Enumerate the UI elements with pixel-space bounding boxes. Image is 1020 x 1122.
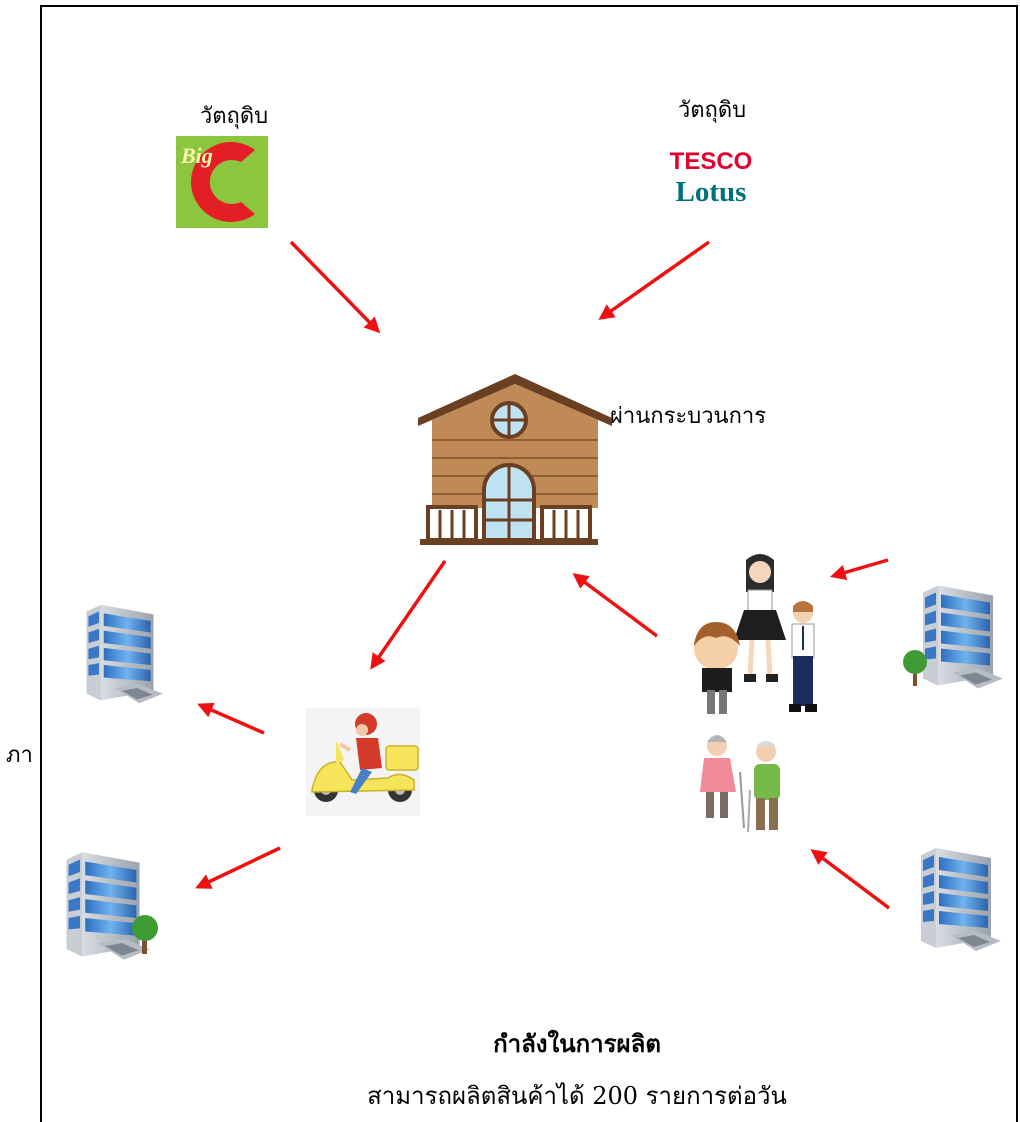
arrow-scooter-to-building-top	[197, 702, 265, 735]
capacity-title: กำลังในการผลิต	[493, 1029, 661, 1058]
arrow-scooter-to-building-bottom	[195, 846, 281, 889]
arrow-bigc-to-house	[289, 240, 381, 334]
office-building-left-top	[86, 604, 164, 704]
arrow-tesco-to-house	[598, 240, 711, 320]
office-building-right-bottom	[921, 848, 1001, 951]
cut-text-fragment: ภา	[6, 743, 33, 768]
tree-icon	[132, 915, 158, 954]
bigc-brand-text: Big	[180, 143, 213, 168]
tree-icon	[903, 650, 927, 686]
arrow-house-to-scooter	[370, 560, 447, 670]
office-building-right-top	[923, 585, 1003, 689]
tesco-bottom-text: Lotus	[676, 176, 747, 208]
bigc-logo: Big	[176, 136, 268, 228]
arrow-building-to-elderly	[810, 849, 891, 910]
tesco-lotus-logo: TESCO Lotus	[656, 136, 768, 224]
house-icon	[418, 374, 612, 545]
diagram-frame	[40, 5, 1018, 1122]
office-building-left-bottom	[66, 852, 150, 960]
elderly-couple-icon	[700, 735, 780, 833]
raw-material-label-left: วัตถุดิบ	[199, 104, 269, 129]
tesco-top-text: TESCO	[670, 148, 753, 175]
arrow-building-to-students	[829, 558, 889, 581]
students-icon	[694, 554, 817, 714]
raw-material-label-right: วัตถุดิบ	[677, 98, 747, 123]
flow-arrows	[195, 240, 891, 910]
process-label: ผ่านกระบวนการ	[610, 404, 767, 429]
arrow-customers-to-house	[572, 573, 659, 638]
capacity-detail: สามารถผลิตสินค้าได้ 200 รายการต่อวัน	[367, 1082, 787, 1110]
scooter-rider-icon	[306, 708, 420, 816]
